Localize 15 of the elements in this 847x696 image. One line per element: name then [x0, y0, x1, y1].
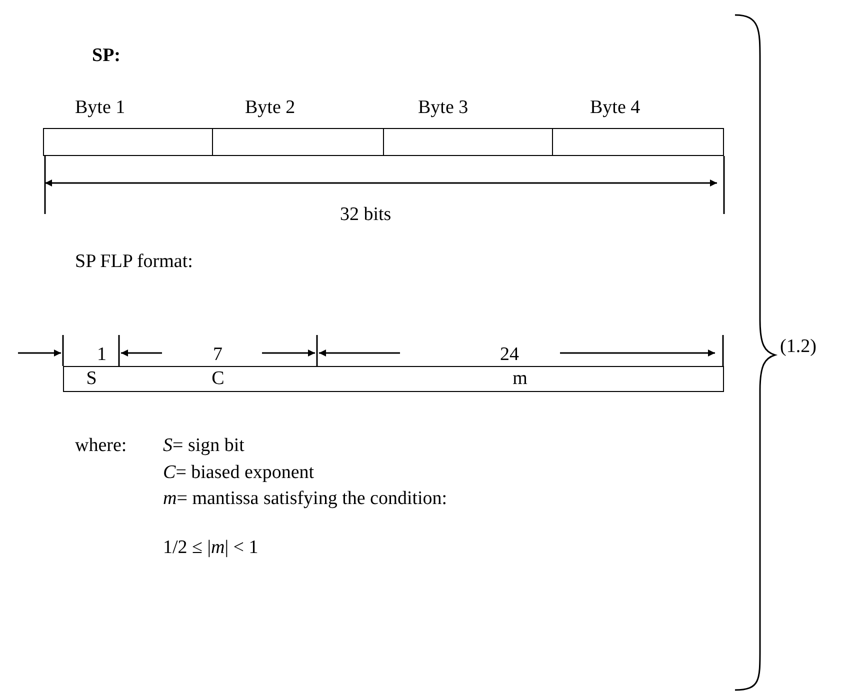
byte-label: Byte 1 [75, 98, 126, 117]
heading: SP: [92, 46, 120, 65]
field-label: S [86, 368, 97, 390]
field-label: C [212, 368, 224, 390]
definition-text: C= biased exponent [163, 463, 314, 482]
definition-text: S= sign bit [163, 436, 244, 455]
byte-label: Byte 3 [418, 98, 468, 117]
condition-formula: 1/2 ≤ |m| < 1 [163, 538, 258, 557]
field-label: m [512, 368, 528, 390]
bit-field [317, 366, 724, 392]
byte-label: Byte 4 [590, 98, 640, 117]
byte-label: Byte 2 [245, 98, 296, 117]
bit-field [63, 366, 120, 392]
equation-number: (1.2) [780, 337, 816, 356]
definition-text: m= mantissa satisfying the condition: [163, 489, 448, 508]
